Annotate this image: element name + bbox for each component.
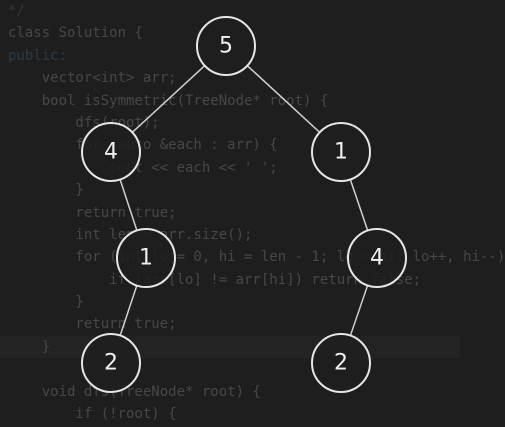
code-line: } [8, 294, 84, 311]
code-line: vector<int> arr; [8, 70, 177, 87]
tree-edge [119, 285, 138, 336]
code-line: int len = arr.size(); [75, 226, 253, 243]
tree-node-lrl: 2 [81, 333, 141, 393]
code-line: } [0, 336, 460, 358]
tree-node-value: 5 [219, 34, 233, 59]
tree-node-circle [81, 122, 141, 182]
code-editor-background: */ class Solution { public: vector<int> ar… [0, 3, 505, 423]
code-line: return true; [8, 204, 177, 221]
tree-edge [119, 179, 138, 231]
code-line: } [8, 182, 84, 199]
code-line: bool isSymmetric(TreeNode* root) { [8, 92, 329, 109]
tree-edge [246, 65, 321, 133]
tree-node-circle [116, 228, 176, 288]
code-line: return true; [8, 316, 177, 333]
tree-edges [119, 65, 369, 336]
tree-node-value: 1 [139, 246, 153, 271]
tree-edge [349, 285, 369, 336]
tree-node-circle [311, 122, 371, 182]
binary-tree-diagram: 5 4 1 1 4 2 2 [81, 16, 407, 393]
tree-node-value: 1 [334, 140, 348, 165]
tree-node-value: 2 [104, 351, 118, 376]
tree-node-circle [311, 333, 371, 393]
code-line: class Solution { [8, 25, 143, 42]
code-line: */ [8, 3, 25, 19]
tree-node-rll: 2 [311, 333, 371, 393]
tree-node-value: 2 [334, 351, 348, 376]
tree-node-circle [347, 228, 407, 288]
tree-nodes: 5 4 1 1 4 2 2 [81, 16, 407, 393]
tree-edge [349, 179, 369, 231]
tree-node-lr: 1 [116, 228, 176, 288]
tree-node-rl: 4 [347, 228, 407, 288]
tree-node-value: 4 [104, 140, 118, 165]
tree-node-circle [81, 333, 141, 393]
tree-node-r: 1 [311, 122, 371, 182]
tree-node-circle [196, 16, 256, 76]
tree-node-value: 4 [370, 246, 384, 271]
tree-node-root: 5 [196, 16, 256, 76]
code-line: public: [8, 47, 68, 64]
tree-edge [131, 65, 206, 133]
tree-node-l: 4 [81, 122, 141, 182]
code-line: if (!root) { [8, 406, 177, 423]
